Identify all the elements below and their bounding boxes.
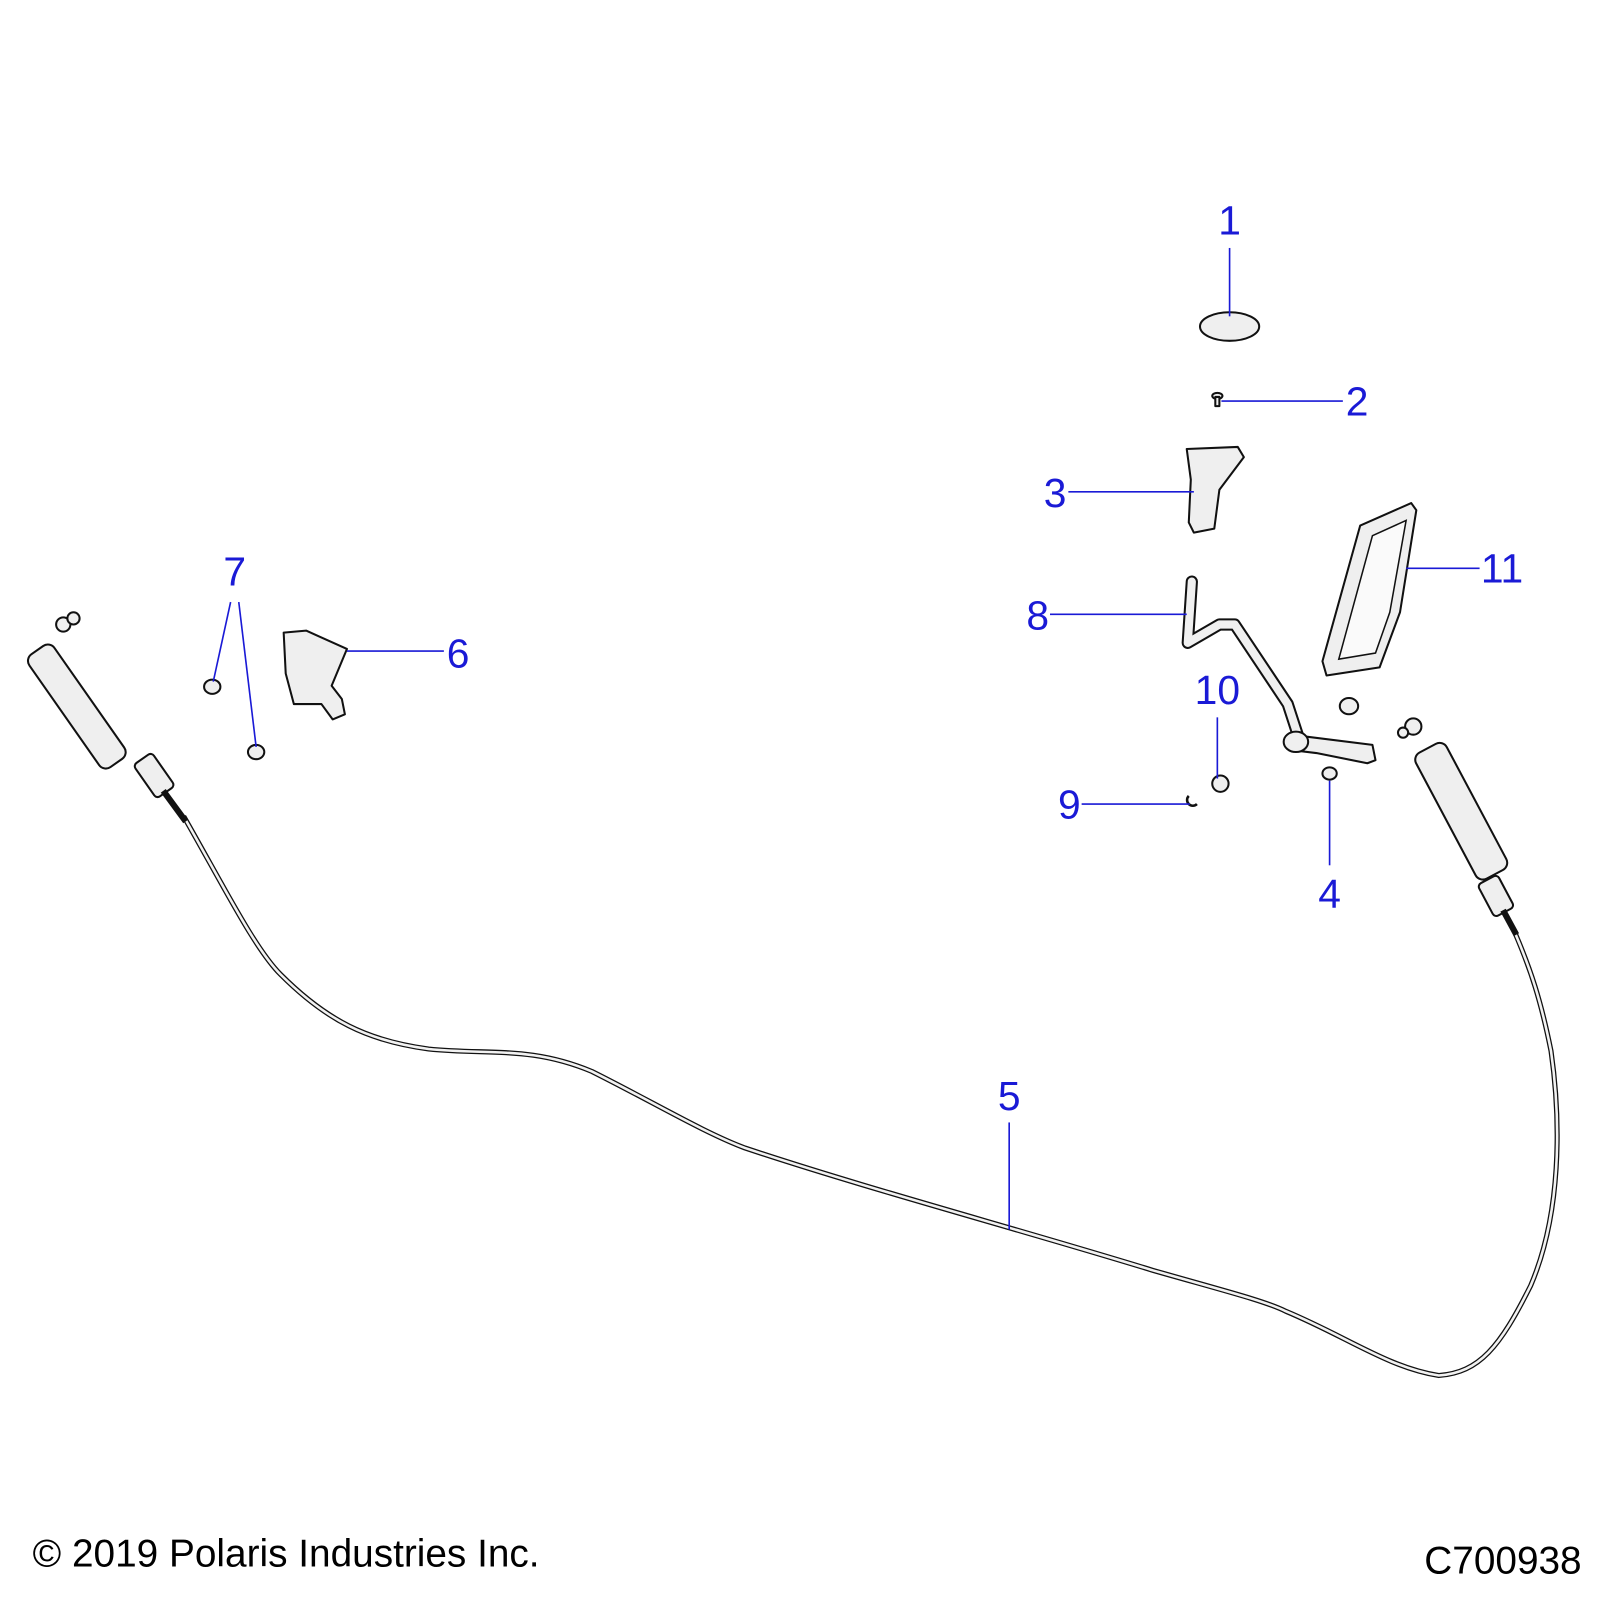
figure-id: C700938 [1424,1539,1581,1582]
callout-4: 4 [1318,871,1341,917]
shift-lever [1181,575,1377,765]
shift-knob-cap [1198,311,1261,342]
callout-5: 5 [998,1073,1021,1119]
shift-cable [26,611,1560,1379]
shift-knob [1185,445,1245,534]
shift-boot [1321,502,1418,677]
callout-7: 7 [223,549,246,595]
callout-6: 6 [447,630,470,676]
callout-10: 10 [1195,667,1240,713]
copyright-text: © 2019 Polaris Industries Inc. [33,1532,540,1575]
bolt [203,678,266,761]
callout-8: 8 [1026,593,1049,639]
bushing [1338,696,1360,716]
callout-1: 1 [1218,198,1241,244]
callout-9: 9 [1058,781,1081,827]
cable-end-right [1396,717,1520,937]
leader-lines [212,247,1480,1230]
nut [1321,766,1338,781]
washer [1211,774,1230,793]
callout-3: 3 [1044,470,1067,516]
callout-11: 11 [1481,546,1523,592]
cable-bracket [282,629,348,721]
callout-2: 2 [1346,378,1369,424]
screw [1211,391,1224,408]
cable-end-left [26,611,189,824]
